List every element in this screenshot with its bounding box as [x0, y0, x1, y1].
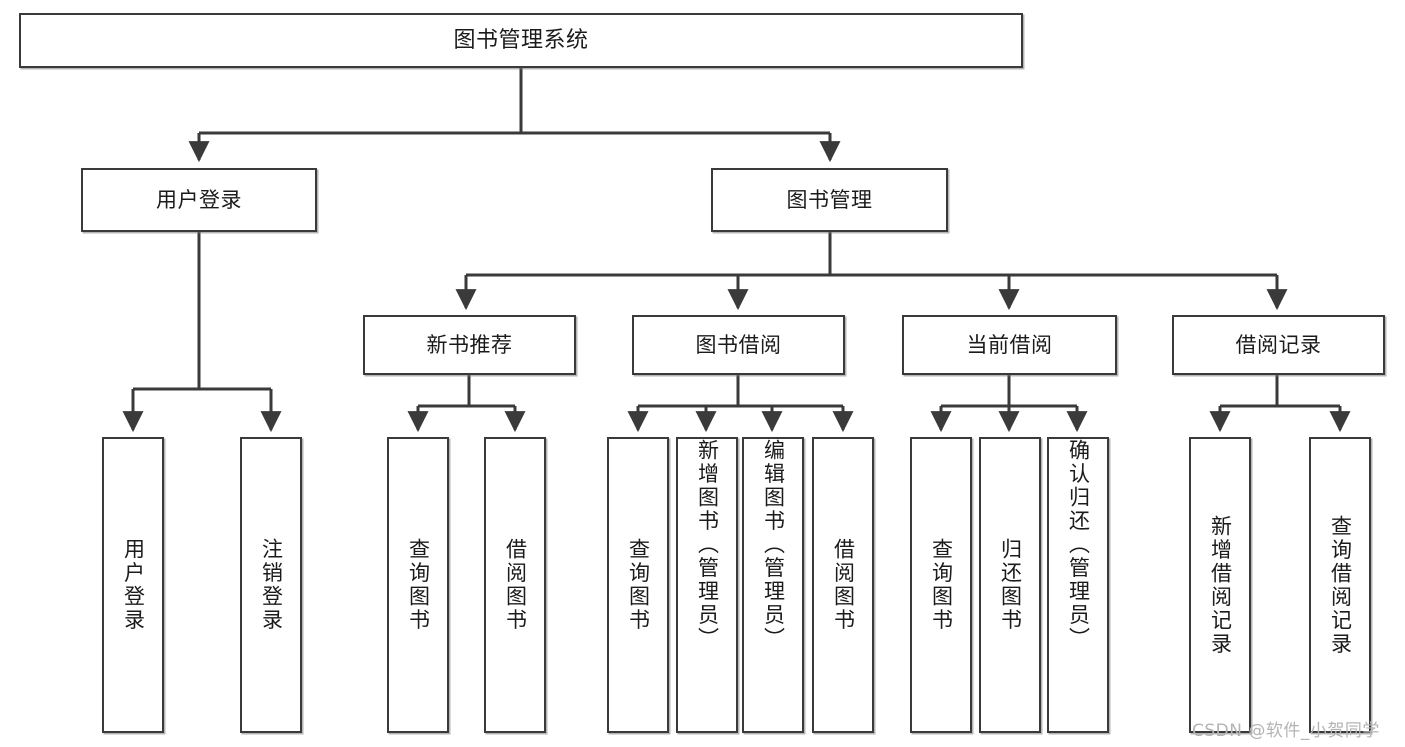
leaf-current-confirm-return-admin[interactable]: 确认归还（管理员） [1047, 437, 1109, 733]
node-book-borrow[interactable]: 图书借阅 [632, 315, 845, 375]
leaf-record-query-record[interactable]: 查询借阅记录 [1309, 437, 1371, 733]
node-current-borrow-label: 当前借阅 [966, 332, 1053, 357]
node-new-book-recommend[interactable]: 新书推荐 [363, 315, 576, 375]
node-user-login-label: 用户登录 [156, 187, 242, 212]
node-book-management[interactable]: 图书管理 [711, 168, 948, 232]
leaf-record-query-record-label: 查询借阅记录 [1328, 514, 1353, 656]
leaf-recommend-query-book-label: 查询图书 [406, 538, 431, 632]
node-user-login[interactable]: 用户登录 [81, 168, 317, 232]
node-borrow-record-label: 借阅记录 [1235, 332, 1322, 357]
leaf-record-add-record-label: 新增借阅记录 [1208, 514, 1233, 656]
leaf-borrow-borrow-book[interactable]: 借阅图书 [812, 437, 874, 733]
node-new-book-recommend-label: 新书推荐 [426, 332, 513, 357]
leaf-borrow-add-book-admin[interactable]: 新增图书（管理员） [676, 437, 738, 733]
leaf-current-query-book-label: 查询图书 [929, 538, 954, 632]
node-book-borrow-label: 图书借阅 [695, 332, 782, 357]
leaf-borrow-edit-book-admin-label: 编辑图书（管理员） [761, 439, 786, 651]
csdn-watermark-text: CSDN @软件_小贺同学 [1192, 721, 1380, 741]
leaf-user-login-login-label: 用户登录 [121, 538, 146, 632]
leaf-borrow-query-book[interactable]: 查询图书 [607, 437, 669, 733]
leaf-borrow-add-book-admin-label: 新增图书（管理员） [695, 439, 720, 651]
leaf-current-query-book[interactable]: 查询图书 [910, 437, 972, 733]
node-root-system[interactable]: 图书管理系统 [19, 13, 1023, 68]
leaf-recommend-borrow-book-label: 借阅图书 [503, 538, 528, 632]
node-borrow-record[interactable]: 借阅记录 [1172, 315, 1385, 375]
leaf-user-login-logout[interactable]: 注销登录 [240, 437, 302, 733]
node-book-management-label: 图书管理 [786, 187, 873, 212]
leaf-user-login-login[interactable]: 用户登录 [102, 437, 164, 733]
csdn-watermark: CSDN @软件_小贺同学 [1192, 716, 1380, 741]
leaf-current-return-book-label: 归还图书 [998, 538, 1023, 632]
leaf-recommend-query-book[interactable]: 查询图书 [387, 437, 449, 733]
node-current-borrow[interactable]: 当前借阅 [902, 315, 1117, 375]
leaf-user-login-logout-label: 注销登录 [259, 538, 284, 632]
leaf-current-return-book[interactable]: 归还图书 [979, 437, 1041, 733]
leaf-recommend-borrow-book[interactable]: 借阅图书 [484, 437, 546, 733]
leaf-record-add-record[interactable]: 新增借阅记录 [1189, 437, 1251, 733]
node-root-system-label: 图书管理系统 [453, 27, 589, 53]
leaf-current-confirm-return-admin-label: 确认归还（管理员） [1066, 439, 1091, 651]
leaf-borrow-borrow-book-label: 借阅图书 [831, 538, 856, 632]
leaf-borrow-edit-book-admin[interactable]: 编辑图书（管理员） [742, 437, 804, 733]
leaf-borrow-query-book-label: 查询图书 [626, 538, 651, 632]
